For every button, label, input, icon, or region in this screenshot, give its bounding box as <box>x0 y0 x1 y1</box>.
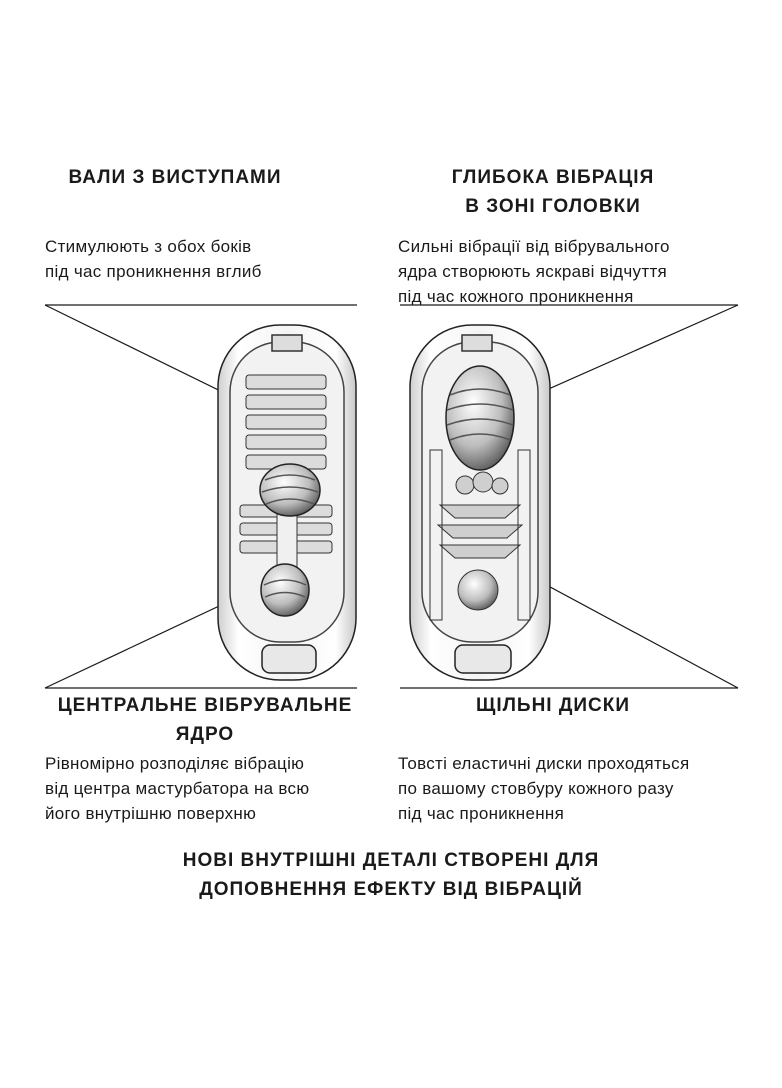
desc-line: ядра створюють яскраві відчуття <box>398 262 668 281</box>
desc-line: під час проникнення вглиб <box>45 262 262 281</box>
feature-title-text: ЯДРО <box>175 724 235 745</box>
feature-desc-deep-vibration: Сильні вібрації від вібрувального ядра с… <box>398 234 738 309</box>
feature-title-text: В ЗОНІ ГОЛОВКИ <box>465 196 641 217</box>
left-device <box>217 324 357 681</box>
desc-line: його внутрішню поверхню <box>45 804 257 823</box>
feature-title-text: ВАЛИ З ВИСТУПАМИ <box>68 167 282 188</box>
desc-line: Товсті еластичні диски проходяться <box>398 754 690 773</box>
desc-line: по вашому стовбуру кожного разу <box>398 779 674 798</box>
desc-line: від центра мастурбатора на всю <box>45 779 310 798</box>
desc-line: під час кожного проникнення <box>398 287 634 306</box>
leader-lines <box>44 304 739 689</box>
right-device <box>409 324 551 681</box>
feature-title-text: ЦЕНТРАЛЬНЕ ВІБРУВАЛЬНЕ <box>57 695 353 716</box>
feature-title-text: ГЛИБОКА ВІБРАЦІЯ <box>451 167 655 188</box>
desc-line: Сильні вібрації від вібрувального <box>398 237 670 256</box>
desc-line: Стимулюють з обох боків <box>45 237 252 256</box>
footer-line: ДОПОВНЕННЯ ЕФЕКТУ ВІД ВІБРАЦІЙ <box>199 879 583 900</box>
feature-title-dense-discs: ЩІЛЬНІ ДИСКИ <box>400 691 706 720</box>
feature-title-text: ЩІЛЬНІ ДИСКИ <box>475 695 631 716</box>
feature-title-central-core: ЦЕНТРАЛЬНЕ ВІБРУВАЛЬНЕ ЯДРО <box>40 691 370 749</box>
feature-desc-central-core: Рівномірно розподіляє вібрацію від центр… <box>45 751 375 826</box>
footer-line: НОВІ ВНУТРІШНІ ДЕТАЛІ СТВОРЕНІ ДЛЯ <box>182 850 600 871</box>
footer-tagline: НОВІ ВНУТРІШНІ ДЕТАЛІ СТВОРЕНІ ДЛЯ ДОПОВ… <box>0 846 782 904</box>
desc-line: Рівномірно розподіляє вібрацію <box>45 754 305 773</box>
feature-desc-dense-discs: Товсті еластичні диски проходяться по ва… <box>398 751 748 826</box>
feature-desc-ridged-shafts: Стимулюють з обох боків під час проникне… <box>45 234 365 284</box>
feature-title-ridged-shafts: ВАЛИ З ВИСТУПАМИ <box>40 163 310 192</box>
feature-title-deep-vibration: ГЛИБОКА ВІБРАЦІЯ В ЗОНІ ГОЛОВКИ <box>400 163 706 221</box>
desc-line: під час проникнення <box>398 804 565 823</box>
